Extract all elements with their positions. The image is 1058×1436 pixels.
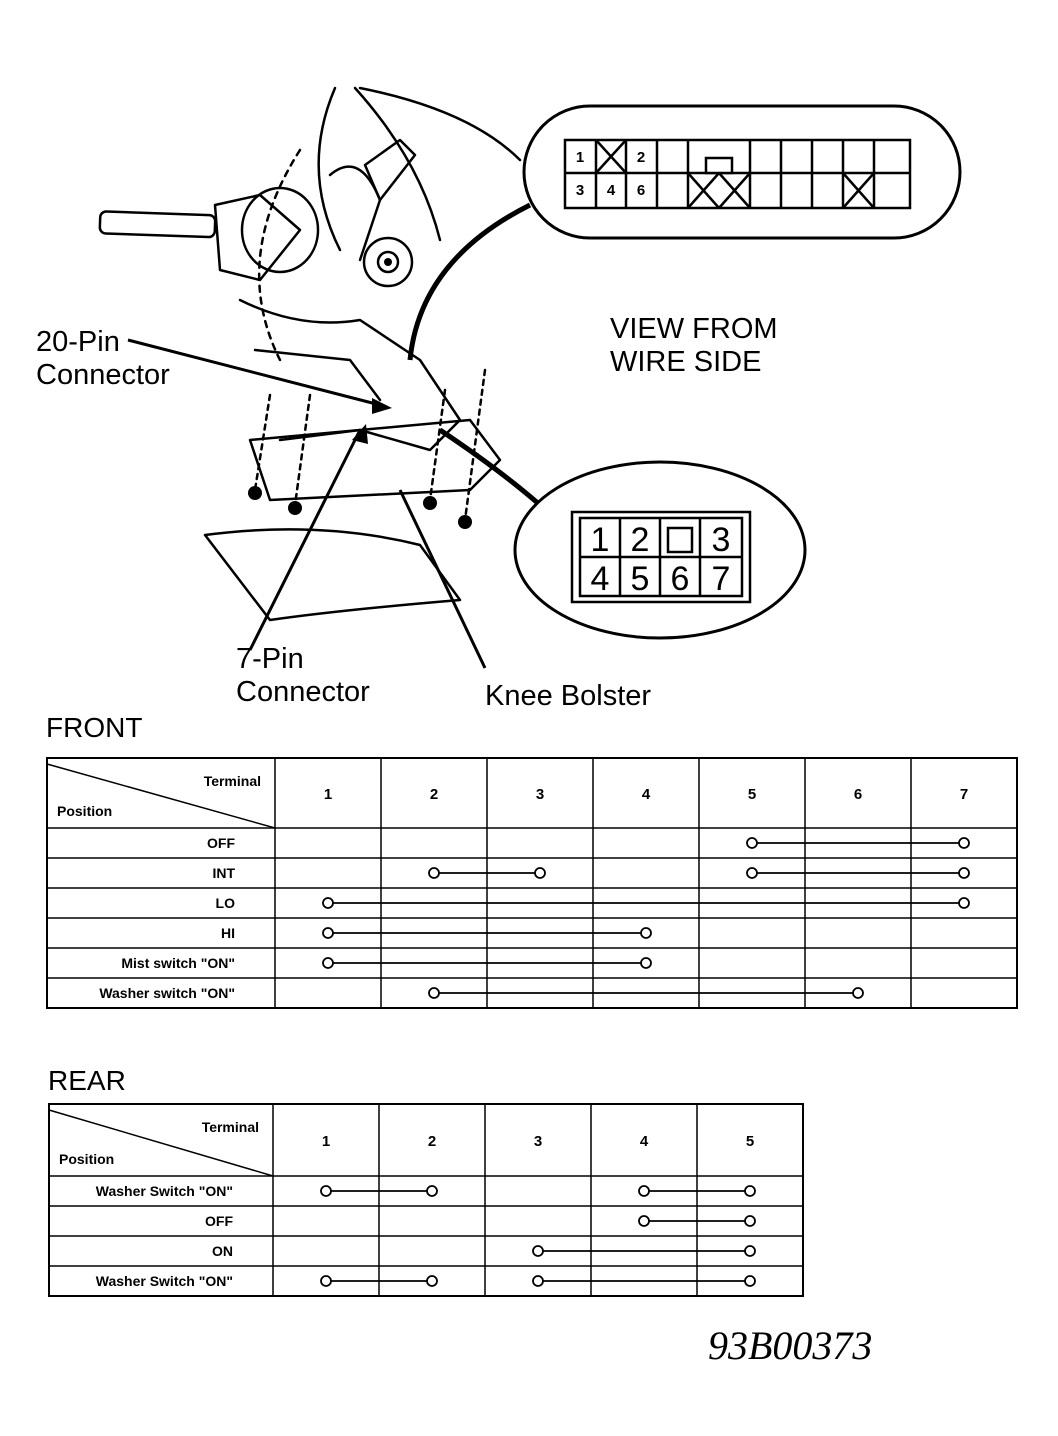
rear-title: REAR — [48, 1065, 126, 1096]
front-terminal-node — [322, 927, 334, 939]
front-terminal-5: 5 — [748, 786, 756, 803]
c7-pin-1: 1 — [591, 521, 610, 559]
front-terminal-node — [746, 867, 758, 879]
rear-terminal-1: 1 — [322, 1133, 330, 1150]
front-terminal-header: Terminal — [204, 773, 261, 789]
front-terminal-node — [428, 867, 440, 879]
left-stalk — [98, 210, 217, 239]
c20-pin-4: 4 — [607, 182, 616, 199]
front-terminal-4: 4 — [642, 786, 651, 803]
rear-terminal-node — [638, 1185, 650, 1197]
rear-row-label: Washer Switch "ON" — [96, 1273, 233, 1289]
label-knee-bolster: Knee Bolster — [485, 680, 652, 712]
front-terminal-node — [746, 837, 758, 849]
label-20-pin-connector: 20-Pin Connector — [36, 326, 170, 391]
rear-terminal-node — [426, 1275, 438, 1287]
rear-terminal-3: 3 — [534, 1133, 542, 1150]
rear-terminal-2: 2 — [428, 1133, 436, 1150]
rear-terminal-node — [744, 1215, 756, 1227]
rear-row-label: Washer Switch "ON" — [96, 1183, 233, 1199]
connector-7-pin-view: 1 2 3 4 5 6 7 — [513, 460, 807, 640]
front-terminal-node — [322, 897, 334, 909]
rear-terminal-4: 4 — [640, 1133, 649, 1150]
c20-pin-3: 3 — [576, 182, 584, 199]
front-terminal-node — [958, 837, 970, 849]
ignition — [362, 236, 414, 288]
rear-terminal-node — [532, 1275, 544, 1287]
front-terminal-node — [958, 867, 970, 879]
front-terminal-node — [322, 957, 334, 969]
front-row-label: Washer switch "ON" — [99, 985, 235, 1001]
c7-pin-7: 7 — [712, 560, 731, 598]
rear-terminal-node — [744, 1245, 756, 1257]
front-terminal-7: 7 — [960, 786, 968, 803]
rear-terminal-node — [744, 1185, 756, 1197]
label-view-from-wire-side: VIEW FROM WIRE SIDE — [610, 313, 778, 378]
steering-column-illustration: 1 2 3 4 6 1 2 3 4 5 6 7 — [98, 86, 962, 669]
rear-terminal-node — [532, 1245, 544, 1257]
front-terminal-node — [534, 867, 546, 879]
front-row-label: Mist switch "ON" — [121, 955, 235, 971]
rear-position-header: Position — [59, 1151, 114, 1167]
rear-terminal-node — [320, 1275, 332, 1287]
connector-20-pin-view: 1 2 3 4 6 — [522, 104, 962, 240]
rear-terminal-header: Terminal — [202, 1119, 259, 1135]
label-7-pin-connector: 7-Pin Connector — [236, 643, 370, 708]
front-row-label: HI — [221, 925, 235, 941]
rear-terminal-node — [426, 1185, 438, 1197]
c7-pin-2: 2 — [631, 521, 650, 559]
front-terminal-node — [852, 987, 864, 999]
c20-pin-6: 6 — [637, 182, 645, 199]
leader-20pin — [127, 338, 381, 407]
front-terminal-2: 2 — [430, 786, 438, 803]
c20-pin-1: 1 — [576, 149, 584, 166]
front-terminal-1: 1 — [324, 786, 332, 803]
c7-pin-6: 6 — [671, 560, 690, 598]
front-terminal-node — [428, 987, 440, 999]
figure-id: 93B00373 — [708, 1323, 873, 1368]
c7-pin-4: 4 — [591, 560, 610, 598]
rear-terminal-node — [744, 1275, 756, 1287]
rear-row-label: ON — [212, 1243, 233, 1259]
front-terminal-6: 6 — [854, 786, 862, 803]
rear-row-label: OFF — [205, 1213, 233, 1229]
front-title: FRONT — [46, 712, 143, 743]
front-terminal-node — [640, 927, 652, 939]
front-terminal-node — [958, 897, 970, 909]
leader-knee-bolster — [398, 489, 487, 669]
front-row-label: INT — [212, 865, 235, 881]
front-row-label: LO — [216, 895, 236, 911]
c20-pin-2: 2 — [637, 149, 645, 166]
front-terminal-node — [640, 957, 652, 969]
rear-terminal-node — [638, 1215, 650, 1227]
front-row-label: OFF — [207, 835, 235, 851]
c7-pin-3: 3 — [712, 521, 731, 559]
front-position-header: Position — [57, 803, 112, 819]
rear-terminal-5: 5 — [746, 1133, 754, 1150]
c7-pin-5: 5 — [631, 560, 650, 598]
leader-7pin — [248, 429, 362, 651]
rear-terminal-node — [320, 1185, 332, 1197]
front-terminal-3: 3 — [536, 786, 544, 803]
